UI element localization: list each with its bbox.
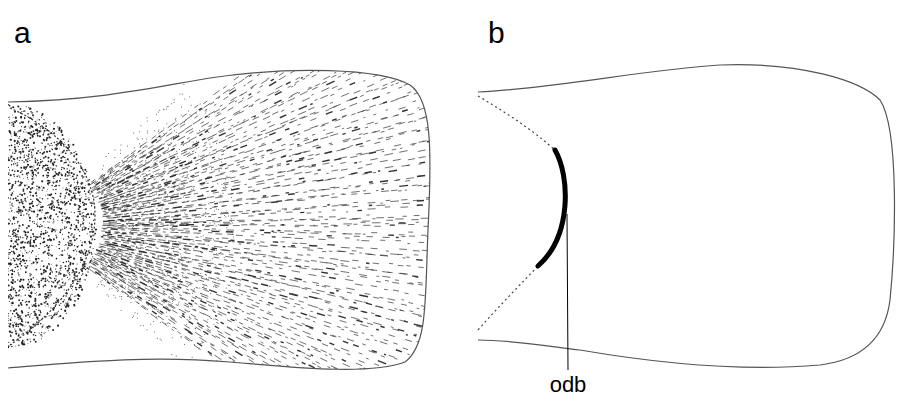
- figure-stage: abodb: [0, 0, 904, 402]
